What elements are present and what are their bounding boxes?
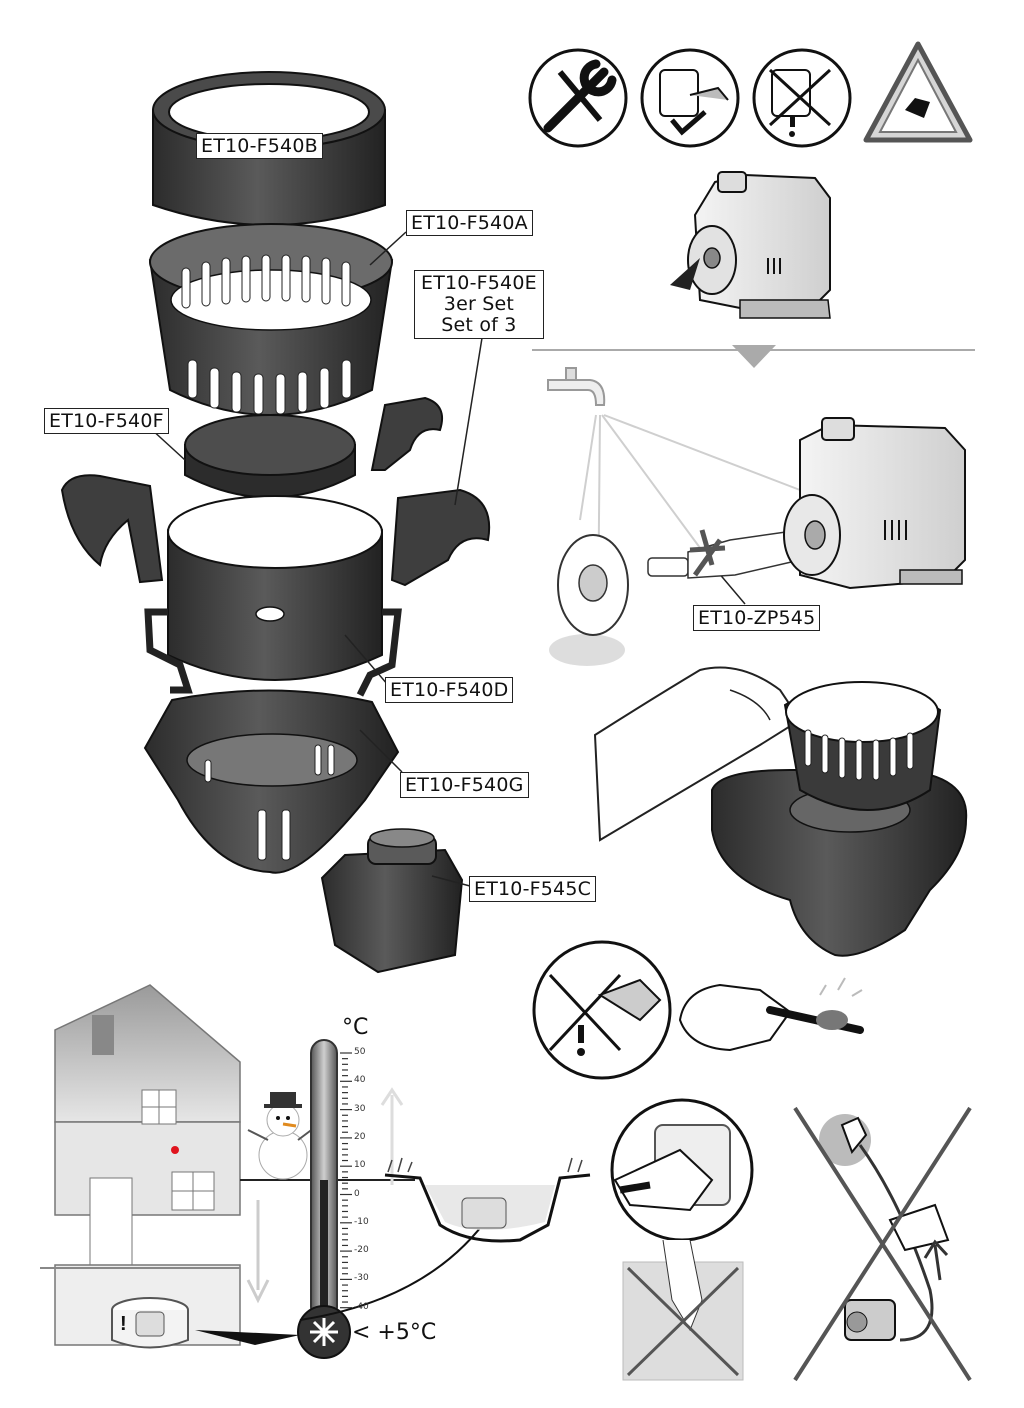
thermometer-tick-label: 30 [354, 1103, 366, 1114]
thermometer-icon [297, 1039, 351, 1359]
clip-left-part [60, 474, 164, 584]
rotor-part [647, 529, 801, 579]
foam-disc-part [184, 414, 356, 499]
snowman-icon [247, 1092, 315, 1180]
label-housing: ET10-F540D [385, 677, 514, 703]
warning-triangle-icon [863, 41, 973, 143]
label-clips-set: ET10-F540E 3er Set Set of 3 [414, 270, 544, 339]
thermometer-tick-label: 50 [354, 1047, 366, 1057]
pond-connector-line [299, 1214, 491, 1321]
temp-unit: °C [342, 1015, 369, 1040]
plug-inspection-icon [678, 977, 864, 1052]
step-number: 1 [672, 263, 680, 276]
thermometer-tick-label: -10 [354, 1216, 369, 1227]
label-rotor: ET10-ZP545 [693, 605, 821, 631]
label-ring: ET10-F540B [196, 133, 323, 159]
snowflake-icon [310, 1318, 338, 1346]
pump-large-illustration [783, 417, 966, 590]
thermometer-tick-label: 10 [354, 1160, 366, 1171]
clip-right-top-part [370, 396, 444, 471]
thermometer-tick-label: 0 [354, 1188, 360, 1199]
filter-basket-part [148, 223, 394, 416]
label-pump: ET10-F545C [469, 876, 597, 902]
thermometer-tick-label: 20 [354, 1131, 366, 1142]
no-unplug-wet-icon [532, 940, 672, 1080]
hand-cleaning-illustration [593, 666, 802, 842]
label-foam: ET10-F540F [44, 408, 169, 434]
frost-note: < +5°C [352, 1320, 437, 1345]
unplug-ok-icon [640, 48, 740, 148]
thermometer-tick-label: -40 [354, 1301, 369, 1312]
pump-housing-part [144, 495, 402, 697]
label-clips-en: Set of 3 [441, 314, 517, 336]
step-down-arrow [732, 345, 776, 368]
filter-base-part [143, 689, 400, 874]
label-clips-code: ET10-F540E [421, 272, 537, 294]
pond-illustration [384, 1157, 591, 1243]
thermometer-tick-label: 40 [354, 1075, 366, 1086]
no-cable-pull-icon [793, 1106, 972, 1382]
red-dot [171, 1146, 179, 1154]
plug-socket-icon [610, 1098, 754, 1242]
label-base: ET10-F540G [400, 772, 529, 798]
thermometer-ticks [340, 1052, 352, 1309]
up-arrow-outdoor [380, 1087, 404, 1185]
small-pump-part [320, 828, 464, 974]
no-water-hand-icon [622, 1239, 744, 1381]
house-illustration: ! [40, 984, 241, 1349]
pump-cover-disc [549, 534, 629, 666]
svg-text:!: ! [120, 1313, 127, 1335]
leader-lines [149, 231, 746, 887]
thermometer-tick-label: -20 [354, 1245, 369, 1256]
label-clips-de: 3er Set [443, 293, 515, 315]
frost-arrow [195, 1330, 300, 1345]
tools-icon [528, 48, 628, 148]
pump-step1-illustration [670, 171, 831, 319]
clip-right-part [390, 488, 491, 587]
basket-cleaning [783, 681, 942, 811]
thermometer-tick-label: -30 [354, 1273, 369, 1284]
down-arrow-indoor [246, 1200, 270, 1304]
no-unplug-icon [752, 48, 852, 148]
label-basket: ET10-F540A [406, 210, 533, 236]
water-tap-icon [547, 367, 801, 621]
